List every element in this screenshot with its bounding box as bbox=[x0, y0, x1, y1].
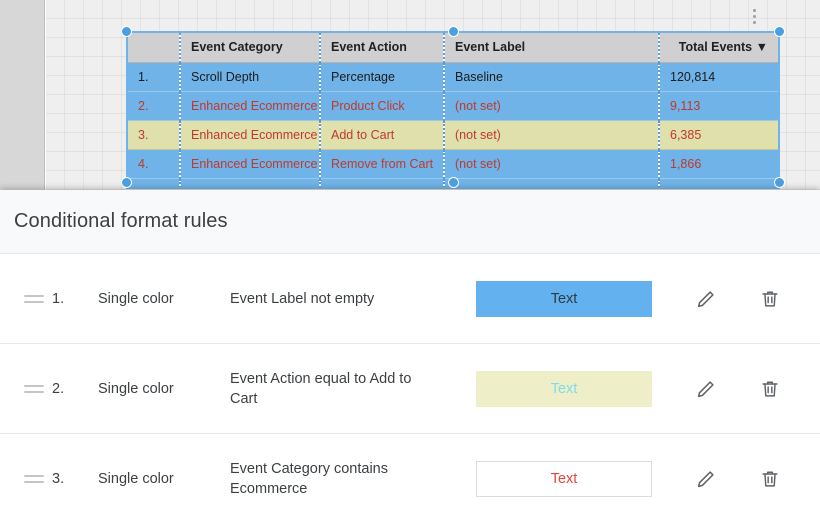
cell-event-label: (not set) bbox=[443, 149, 659, 179]
cell-event-action: Percentage bbox=[319, 62, 444, 92]
report-table-widget[interactable]: Event Category Event Action Event Label … bbox=[126, 31, 780, 189]
conditional-format-rules-dialog: Conditional format rules 1. Single color… bbox=[0, 190, 820, 524]
cell-event-category: Enhanced Ecommerce bbox=[179, 91, 320, 121]
cell-total-events: 9,113 bbox=[658, 91, 778, 121]
rule-condition: Event Label not empty bbox=[230, 290, 375, 307]
resize-handle-top-middle[interactable] bbox=[448, 26, 459, 37]
cell-event-category: Enhanced Ecommerce bbox=[179, 178, 320, 187]
rule-row[interactable]: 2. Single color Event Action equal to Ad… bbox=[0, 344, 820, 434]
rule-number: 2. bbox=[52, 380, 65, 397]
table-row[interactable]: 1. Scroll Depth Percentage Baseline 120,… bbox=[128, 62, 778, 92]
rule-type: Single color bbox=[98, 290, 174, 307]
drag-handle-icon[interactable] bbox=[24, 294, 52, 303]
rule-number: 1. bbox=[52, 290, 65, 307]
cell-event-category: Scroll Depth bbox=[179, 62, 320, 92]
resize-handle-top-right[interactable] bbox=[774, 26, 785, 37]
table-row[interactable]: 4. Enhanced Ecommerce Remove from Cart (… bbox=[128, 149, 778, 179]
cell-event-category: Enhanced Ecommerce bbox=[179, 120, 320, 150]
rule-condition: Event Action equal to Add to Cart bbox=[230, 370, 412, 407]
col-header-event-action[interactable]: Event Action bbox=[319, 33, 444, 63]
report-table: Event Category Event Action Event Label … bbox=[128, 33, 778, 187]
rule-condition: Event Category contains Ecommerce bbox=[230, 461, 388, 497]
dialog-title: Conditional format rules bbox=[14, 210, 228, 232]
rule-row[interactable]: 1. Single color Event Label not empty Te… bbox=[0, 254, 820, 344]
pencil-icon[interactable] bbox=[689, 282, 723, 316]
rule-delete-cell bbox=[738, 462, 802, 496]
cell-index: 3. bbox=[128, 120, 180, 150]
cell-event-label: (not set) bbox=[443, 91, 659, 121]
rule-preview-wrap: Text bbox=[454, 370, 674, 407]
rule-preview-chip: Text bbox=[476, 370, 652, 407]
cell-event-action: Add to Cart bbox=[319, 120, 444, 150]
left-rail bbox=[0, 0, 45, 190]
cell-index: 1. bbox=[128, 62, 180, 92]
table-body: 1. Scroll Depth Percentage Baseline 120,… bbox=[128, 62, 778, 187]
cell-total-events: 120,814 bbox=[658, 62, 778, 92]
trash-icon[interactable] bbox=[753, 462, 787, 496]
col-header-total-events-label: Total Events bbox=[678, 40, 753, 55]
cell-total-events: 1,866 bbox=[658, 149, 778, 179]
rule-preview-chip: Text bbox=[476, 461, 652, 497]
cell-event-action: Product Click bbox=[319, 91, 444, 121]
rule-delete-cell bbox=[738, 372, 802, 406]
table-row[interactable]: 5. Enhanced Ecommerce Quickview Click An… bbox=[128, 178, 778, 187]
rule-edit-cell bbox=[674, 372, 738, 406]
cell-index: 5. bbox=[128, 178, 180, 187]
cell-event-action: Remove from Cart bbox=[319, 149, 444, 179]
trash-icon[interactable] bbox=[753, 282, 787, 316]
rule-edit-cell bbox=[674, 462, 738, 496]
cell-event-label: (not set) bbox=[443, 120, 659, 150]
cell-event-label: Baseline bbox=[443, 62, 659, 92]
col-header-event-label[interactable]: Event Label bbox=[443, 33, 659, 63]
rules-list: 1. Single color Event Label not empty Te… bbox=[0, 254, 820, 524]
rule-type: Single color bbox=[98, 471, 174, 487]
rule-number: 3. bbox=[52, 471, 65, 487]
cell-event-label: Android Tone Hoodie Black bbox=[443, 178, 659, 187]
dialog-header: Conditional format rules bbox=[0, 190, 820, 254]
sort-descending-icon[interactable]: ▼ bbox=[755, 40, 768, 55]
table-row[interactable]: 3. Enhanced Ecommerce Add to Cart (not s… bbox=[128, 120, 778, 150]
col-header-event-category[interactable]: Event Category bbox=[179, 33, 320, 63]
drag-handle-icon[interactable] bbox=[24, 475, 52, 483]
cell-total-events: 1,020 bbox=[658, 178, 778, 187]
rule-edit-cell bbox=[674, 282, 738, 316]
rule-row[interactable]: 3. Single color Event Category contains … bbox=[0, 434, 820, 524]
rule-delete-cell bbox=[738, 282, 802, 316]
cell-total-events: 6,385 bbox=[658, 120, 778, 150]
table-row[interactable]: 2. Enhanced Ecommerce Product Click (not… bbox=[128, 91, 778, 121]
rule-preview-wrap: Text bbox=[454, 280, 674, 317]
table-header-row: Event Category Event Action Event Label … bbox=[128, 33, 778, 63]
cell-event-category: Enhanced Ecommerce bbox=[179, 149, 320, 179]
cell-index: 4. bbox=[128, 149, 180, 179]
trash-icon[interactable] bbox=[753, 372, 787, 406]
col-header-total-events[interactable]: Total Events ▼ bbox=[658, 33, 778, 63]
drag-handle-icon[interactable] bbox=[24, 384, 52, 393]
resize-handle-bottom-left[interactable] bbox=[121, 177, 132, 188]
table-header: Event Category Event Action Event Label … bbox=[128, 33, 778, 63]
col-header-index[interactable] bbox=[128, 33, 180, 63]
kebab-vertical-icon[interactable] bbox=[747, 5, 761, 27]
report-canvas: Event Category Event Action Event Label … bbox=[0, 0, 820, 190]
cell-event-action: Quickview Click bbox=[319, 178, 444, 187]
rule-preview-wrap: Text bbox=[454, 461, 674, 497]
rule-type: Single color bbox=[98, 380, 174, 397]
rule-preview-chip: Text bbox=[476, 280, 652, 317]
resize-handle-bottom-middle[interactable] bbox=[448, 177, 459, 188]
pencil-icon[interactable] bbox=[689, 462, 723, 496]
resize-handle-bottom-right[interactable] bbox=[774, 177, 785, 188]
resize-handle-top-left[interactable] bbox=[121, 26, 132, 37]
cell-index: 2. bbox=[128, 91, 180, 121]
pencil-icon[interactable] bbox=[689, 372, 723, 406]
